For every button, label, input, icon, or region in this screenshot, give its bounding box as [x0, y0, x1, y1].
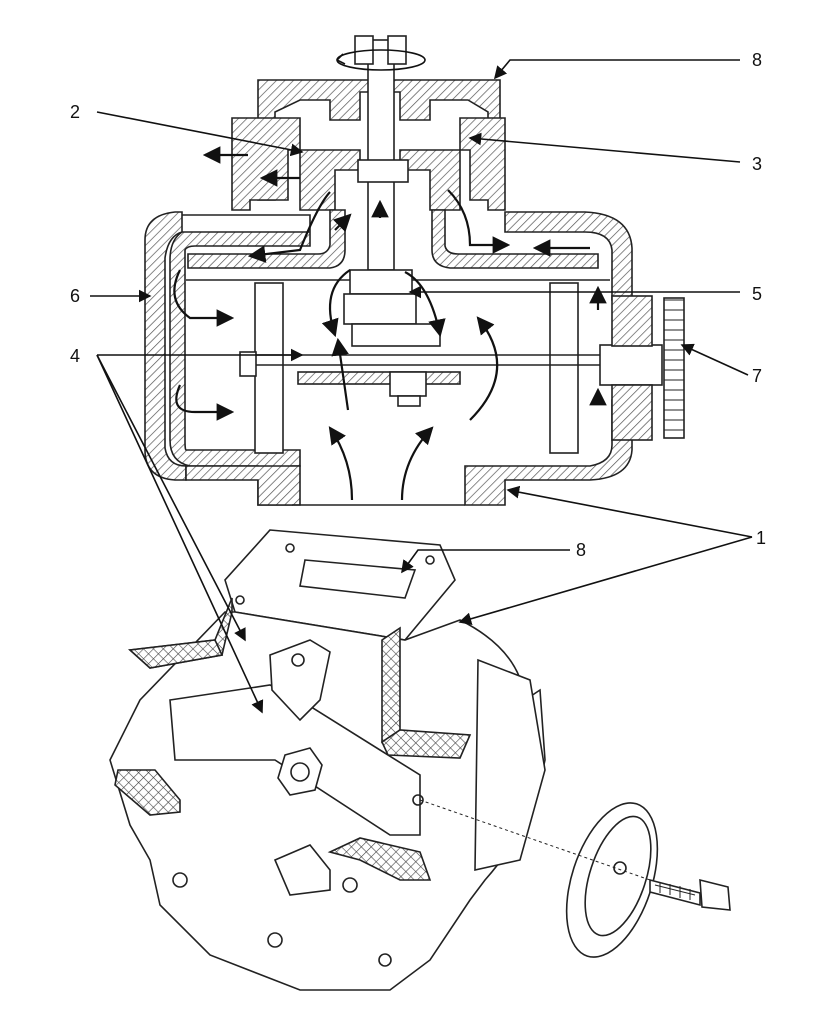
flow-arrow-icon: [400, 426, 434, 501]
callout-6: 6: [70, 286, 80, 306]
spider-arm-bottom: [273, 844, 331, 896]
flange-hole: [425, 555, 435, 565]
flow-arrow-icon: [404, 271, 446, 338]
disc-lower: [351, 323, 441, 347]
left-bolt-head: [239, 351, 257, 377]
adjuster-flange-top: [611, 295, 653, 347]
adjuster-flange-bottom: [611, 384, 653, 441]
flow-arrow-icon: [447, 189, 511, 254]
hub-bore: [290, 762, 310, 782]
leader-4-b: [96, 354, 246, 642]
callout-8-bottom: 8: [576, 540, 586, 560]
axis-line: [419, 799, 651, 881]
spider-hole: [412, 794, 424, 806]
leader-8-bottom: [401, 549, 570, 574]
leader-1-a: [506, 485, 753, 538]
adjuster-housing: [599, 344, 663, 386]
bolt-icon: [649, 878, 731, 911]
handwheel-teeth: [664, 299, 684, 431]
flow-arrow-icon: [328, 426, 354, 501]
leader-3: [468, 132, 741, 163]
body-hole: [267, 932, 283, 948]
spider-arm-top: [269, 639, 331, 722]
valve-body-bottom-left: [185, 465, 301, 506]
callout-2: 2: [70, 102, 80, 122]
nut-lower: [397, 395, 421, 407]
callout-3: 3: [752, 154, 762, 174]
exploded-view: [109, 529, 731, 991]
leader-4-c: [96, 354, 264, 714]
body-hole: [172, 872, 188, 888]
flow-arrow-icon: [175, 384, 235, 421]
cut-wall-left-top: [128, 639, 224, 669]
bonnet-neck-right: [459, 117, 506, 211]
callout-labels: 8 2 3 6 5 4 7 1 8: [70, 50, 766, 560]
valve-body-right-lower: [464, 399, 633, 506]
flow-guide: [187, 209, 346, 269]
flow-guide-right: [431, 209, 599, 269]
right-piston: [549, 282, 579, 454]
flow-arrows: [173, 146, 607, 501]
leader-1-b: [458, 536, 753, 626]
leader-7: [680, 343, 749, 376]
flow-arrow-icon: [332, 213, 352, 233]
disc-upper: [349, 269, 413, 295]
body-hole: [378, 953, 392, 967]
body-hole: [342, 877, 358, 893]
spider-hole: [291, 653, 305, 667]
valve-stem: [367, 39, 395, 271]
callout-8-top: 8: [752, 50, 762, 70]
rotation-arrow-icon: [336, 49, 426, 71]
side-flange: [474, 658, 546, 872]
cut-wall-lower-left: [114, 769, 181, 816]
left-piston: [254, 282, 284, 454]
cut-wall-lower: [327, 837, 432, 881]
piston-disc: [565, 802, 659, 958]
callout-1: 1: [756, 528, 766, 548]
callout-5: 5: [752, 284, 762, 304]
disc-middle: [343, 293, 417, 325]
flow-arrow-icon: [469, 316, 499, 421]
handwheel: [663, 297, 685, 439]
callout-4: 4: [70, 346, 80, 366]
leader-2: [96, 111, 304, 157]
flow-arrow-icon: [321, 269, 351, 338]
flange-hole: [285, 543, 295, 553]
leader-8-top: [493, 59, 740, 80]
bonnet-neck-left: [231, 117, 301, 211]
seat-left: [299, 149, 361, 211]
cut-wall-vertical: [381, 626, 401, 744]
flow-arrow-icon: [173, 269, 235, 327]
callout-7: 7: [752, 366, 762, 386]
seat-right: [399, 149, 461, 211]
flow-arrow-icon: [247, 191, 331, 263]
leader-lines: [90, 59, 753, 714]
cut-wall-right: [380, 729, 472, 759]
crossbar-plate: [297, 371, 461, 385]
flange-hole: [235, 595, 245, 605]
hub-nut: [277, 747, 323, 796]
nut: [389, 371, 427, 397]
top-flange-window: [299, 559, 417, 599]
piston-disc-inner: [584, 815, 652, 937]
cross-section-view: [144, 35, 685, 506]
stem-collar: [357, 159, 409, 183]
flow-arrow-icon: [331, 337, 350, 411]
